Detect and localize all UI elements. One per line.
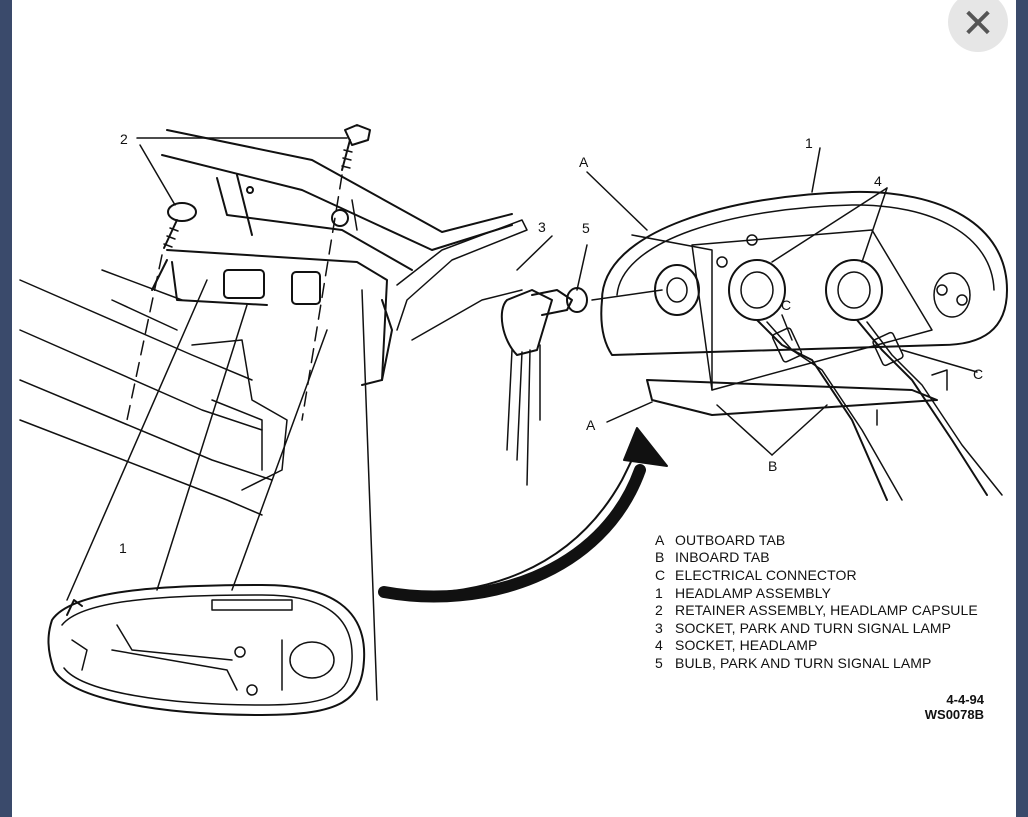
callout-5: 5 xyxy=(582,220,590,236)
legend-key: 3 xyxy=(655,619,663,636)
callout-4: 4 xyxy=(874,173,882,189)
legend-row-1: 1 HEADLAMP ASSEMBLY xyxy=(655,584,978,602)
callout-1-bottom: 1 xyxy=(119,540,127,556)
legend-key: 1 xyxy=(655,584,663,601)
assembly-leader-lines xyxy=(66,279,378,701)
close-button[interactable]: ✕ xyxy=(948,0,1008,52)
stamp-code: WS0078B xyxy=(924,707,984,722)
legend-text: INBOARD TAB xyxy=(675,549,770,566)
legend-key: 4 xyxy=(655,637,663,654)
legend-text: SOCKET, PARK AND TURN SIGNAL LAMP xyxy=(675,619,952,636)
direction-arrow xyxy=(378,427,668,603)
headlamp-diagram xyxy=(19,124,1008,716)
headlamp-assembly-lower xyxy=(47,584,366,716)
callout-b: B xyxy=(768,458,778,474)
headlamp-assembly-rear xyxy=(586,147,1008,501)
stamp-date: 4-4-94 xyxy=(946,692,984,707)
legend-text: BULB, PARK AND TURN SIGNAL LAMP xyxy=(675,654,932,671)
close-icon: ✕ xyxy=(961,1,995,47)
legend-text: SOCKET, HEADLAMP xyxy=(675,637,818,654)
legend-row-a: A OUTBOARD TAB xyxy=(655,531,978,549)
vehicle-front-structure xyxy=(19,129,528,516)
callout-3: 3 xyxy=(538,219,546,235)
callout-a-bottom: A xyxy=(586,417,596,433)
legend-row-4: 4 SOCKET, HEADLAMP xyxy=(655,637,978,655)
legend-row-5: 5 BULB, PARK AND TURN SIGNAL LAMP xyxy=(655,654,978,672)
legend-row-3: 3 SOCKET, PARK AND TURN SIGNAL LAMP xyxy=(655,619,978,637)
callout-1-top: 1 xyxy=(805,135,813,151)
legend-key: 2 xyxy=(655,602,663,619)
legend-row-b: B INBOARD TAB xyxy=(655,549,978,567)
legend-row-c: C ELECTRICAL CONNECTOR xyxy=(655,566,978,584)
legend-key: B xyxy=(655,549,665,566)
retainer-screws xyxy=(126,124,371,421)
park-turn-socket xyxy=(500,235,663,486)
callout-2: 2 xyxy=(120,131,128,147)
legend-text: RETAINER ASSEMBLY, HEADLAMP CAPSULE xyxy=(675,602,978,619)
legend-key: A xyxy=(655,531,665,548)
callout-a-top: A xyxy=(579,154,589,170)
legend-text: OUTBOARD TAB xyxy=(675,531,786,548)
legend-key: 5 xyxy=(655,654,663,671)
image-viewer-frame: 2 1 3 5 4 A A B C C 1 A OUTBOARD TAB B I… xyxy=(12,0,1016,817)
legend-text: ELECTRICAL CONNECTOR xyxy=(675,566,857,583)
parts-legend: A OUTBOARD TAB B INBOARD TAB C ELECTRICA… xyxy=(655,531,978,672)
legend-text: HEADLAMP ASSEMBLY xyxy=(675,584,832,601)
drawing-stamp: 4-4-94 WS0078B xyxy=(925,692,984,722)
legend-key: C xyxy=(655,566,666,583)
callout-c-right: C xyxy=(973,366,984,382)
callout-c-left: C xyxy=(781,297,792,313)
legend-row-2: 2 RETAINER ASSEMBLY, HEADLAMP CAPSULE xyxy=(655,601,978,619)
